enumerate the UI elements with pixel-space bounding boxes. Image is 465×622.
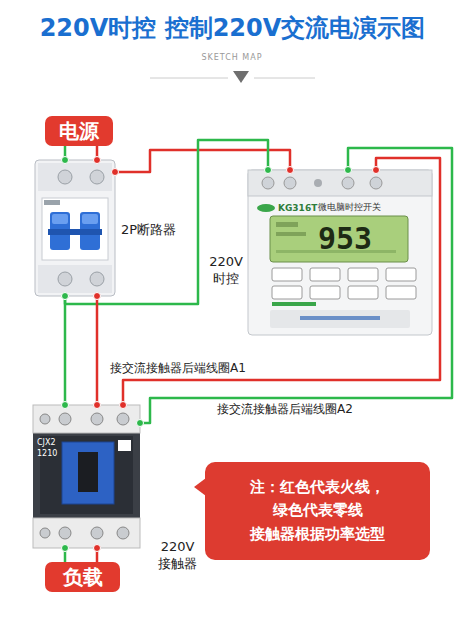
terminal-dot: [62, 293, 69, 300]
terminal-dot: [62, 545, 69, 552]
timer-switch: [348, 286, 378, 299]
contactor-symbol: [117, 413, 129, 425]
note-text: 注：红色代表火线， 绿色代表零线 接触器根据功率选型: [243, 476, 393, 546]
wire-label: 接交流接触器后端线圈A1: [108, 361, 248, 375]
terminal-dot: [94, 402, 101, 409]
load-tag: 负载: [45, 562, 120, 592]
title-ornament: [233, 71, 249, 83]
wire: [64, 296, 67, 405]
contactor-symbol: [59, 413, 71, 425]
contactor-symbol: [62, 442, 114, 504]
title-ornament: [254, 78, 315, 79]
contactor-symbol: [59, 527, 71, 539]
timer-switch: [348, 268, 378, 281]
timer-switch: [284, 177, 296, 189]
breaker-symbol: [35, 160, 115, 296]
contactor-symbol: [117, 527, 129, 539]
breaker-symbol: [52, 214, 68, 224]
contactor-symbol: [40, 436, 133, 514]
device-label: 220V 接触器: [158, 539, 197, 573]
breaker-symbol: [90, 272, 104, 286]
model-text: 1210: [37, 449, 57, 459]
contactor-symbol: [40, 414, 50, 424]
timer-switch: [272, 268, 302, 281]
breaker-symbol: [58, 170, 72, 184]
timer-switch: [310, 286, 340, 299]
breaker-symbol: [38, 265, 112, 293]
contactor-symbol: [33, 405, 140, 433]
timer-switch: [270, 216, 408, 262]
terminal-dot: [62, 402, 69, 409]
timer-switch: [386, 268, 416, 281]
contactor-box: 220V 接触器: [33, 405, 140, 548]
model-text: CJX2: [37, 438, 56, 448]
terminal-dot: [120, 402, 127, 409]
terminal-dot: [373, 167, 380, 174]
wire-label: 接交流接触器后端线圈A2: [215, 402, 355, 416]
terminal-dot: [287, 167, 294, 174]
terminal-dot: [62, 293, 69, 300]
timer-switch: [272, 302, 316, 306]
breaker-symbol: [42, 198, 108, 260]
contactor-symbol: [118, 440, 131, 451]
breaker-symbol: [58, 272, 72, 286]
breaker-symbol: [38, 163, 112, 191]
timer-switch: [257, 204, 275, 212]
timer-switch: [248, 170, 432, 196]
timer-switch: [262, 177, 274, 189]
terminal-dot: [137, 420, 144, 427]
model-text: KG316T: [278, 203, 317, 214]
breaker-symbol: [44, 200, 60, 205]
breaker-symbol: [90, 170, 104, 184]
tag-text: 电源: [59, 119, 99, 143]
terminal-dot: [62, 157, 69, 164]
wire: [115, 150, 290, 172]
timer-switch: [300, 316, 380, 320]
breaker-symbol: [35, 160, 115, 296]
title-ornament: [150, 78, 228, 79]
wire: [96, 296, 99, 405]
timer-switch: [270, 310, 410, 328]
timer-switch: [248, 170, 432, 335]
timer-switch: [272, 286, 302, 299]
timer-switch: [248, 170, 432, 335]
lcd-digits: 953: [318, 221, 372, 257]
brand-text: 微电脑时控开关: [318, 202, 381, 213]
title: 220V时控 控制220V交流电演示图: [0, 12, 465, 44]
wire: [65, 140, 268, 304]
contactor-symbol: [33, 405, 140, 548]
subtitle: SKETCH MAP: [201, 53, 262, 63]
breaker-box: 2P断路器: [35, 160, 115, 296]
wire: [140, 148, 452, 423]
device-label: 220V 时控: [209, 254, 243, 288]
timer-switch: [370, 177, 382, 189]
terminal-dot: [94, 545, 101, 552]
terminal-dot: [112, 169, 119, 176]
timer-switch: [276, 222, 298, 227]
timer-switch: [310, 268, 340, 281]
breaker-symbol: [82, 214, 98, 224]
terminal-dot: [265, 167, 272, 174]
power-tag: 电源: [45, 116, 113, 146]
note-box: 注：红色代表火线， 绿色代表零线 接触器根据功率选型: [205, 462, 430, 560]
breaker-symbol: [48, 229, 102, 235]
contactor-symbol: [91, 527, 103, 539]
contactor-symbol: [78, 452, 98, 492]
timer-switch: [314, 179, 322, 187]
device-label: 2P断路器: [121, 222, 176, 239]
contactor-symbol: [91, 413, 103, 425]
timer-switch: [386, 286, 416, 299]
contactor-symbol: [33, 518, 140, 548]
timer-switch: [342, 177, 354, 189]
terminal-dot: [345, 167, 352, 174]
contactor-symbol: [40, 528, 50, 538]
terminal-dot: [94, 293, 101, 300]
contactor-symbol: [33, 405, 140, 548]
tag-text: 负载: [63, 565, 103, 589]
terminal-dot: [94, 157, 101, 164]
timer-switch: [276, 232, 306, 236]
title-ornament: [150, 71, 315, 83]
